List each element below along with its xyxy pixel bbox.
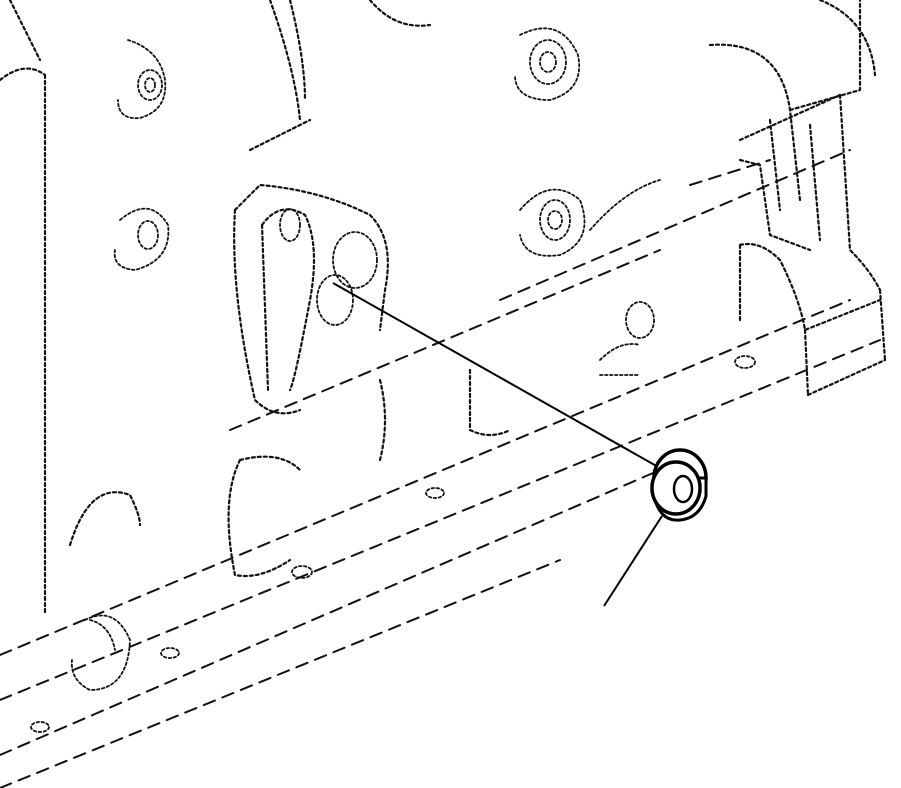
upper-rib-right: [288, 0, 307, 102]
upper-arc: [368, 0, 432, 27]
housing-top-left-arc: [0, 67, 47, 82]
hole-a: [425, 487, 445, 499]
bolt-boss-left-middle: [113, 207, 170, 271]
upper-right-housing: [708, 0, 882, 292]
mid-edge-2: [499, 149, 851, 301]
bolt-boss-top-left: [117, 39, 167, 120]
assembly-axis-line: [332, 282, 661, 469]
lower-left-boss: [70, 614, 131, 691]
washer-part: [650, 448, 708, 522]
bracket-plate: [233, 183, 389, 415]
bolt-boss-small-middle: [599, 301, 655, 376]
upper-rib-left: [268, 0, 302, 122]
lower-left-hook: [68, 491, 142, 547]
mid-block: [227, 368, 512, 578]
bolt-boss-center: [519, 179, 661, 257]
base-edge-1: [0, 299, 851, 656]
housing-top-left-stub: [8, 0, 42, 62]
upper-rib-base: [248, 118, 312, 152]
hole-b: [291, 565, 313, 579]
part-leader-line: [603, 515, 663, 607]
base-edge-2: [0, 339, 881, 701]
right-block: [734, 242, 887, 397]
hole-c: [160, 647, 180, 659]
mid-edge-3: [689, 159, 771, 186]
base-edge-3: [0, 469, 661, 756]
hole-d: [30, 721, 50, 733]
base-edge-4: [0, 559, 561, 788]
mid-edge-1: [229, 249, 661, 431]
bolt-boss-top-center: [514, 27, 580, 101]
